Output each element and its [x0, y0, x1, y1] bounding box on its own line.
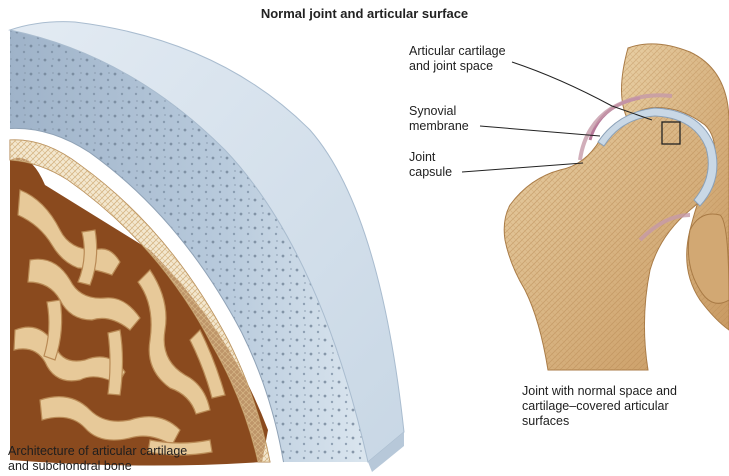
hip-joint-illustration	[504, 44, 729, 370]
caption-hip-joint: Joint with normal space and cartilage–co…	[522, 384, 677, 429]
cartilage-block-illustration	[10, 22, 404, 472]
label-articular-cartilage: Articular cartilage and joint space	[409, 44, 506, 74]
label-joint-capsule: Joint capsule	[409, 150, 452, 180]
label-synovial-membrane: Synovial membrane	[409, 104, 469, 134]
caption-cartilage-block: Architecture of articular cartilage and …	[8, 444, 187, 474]
